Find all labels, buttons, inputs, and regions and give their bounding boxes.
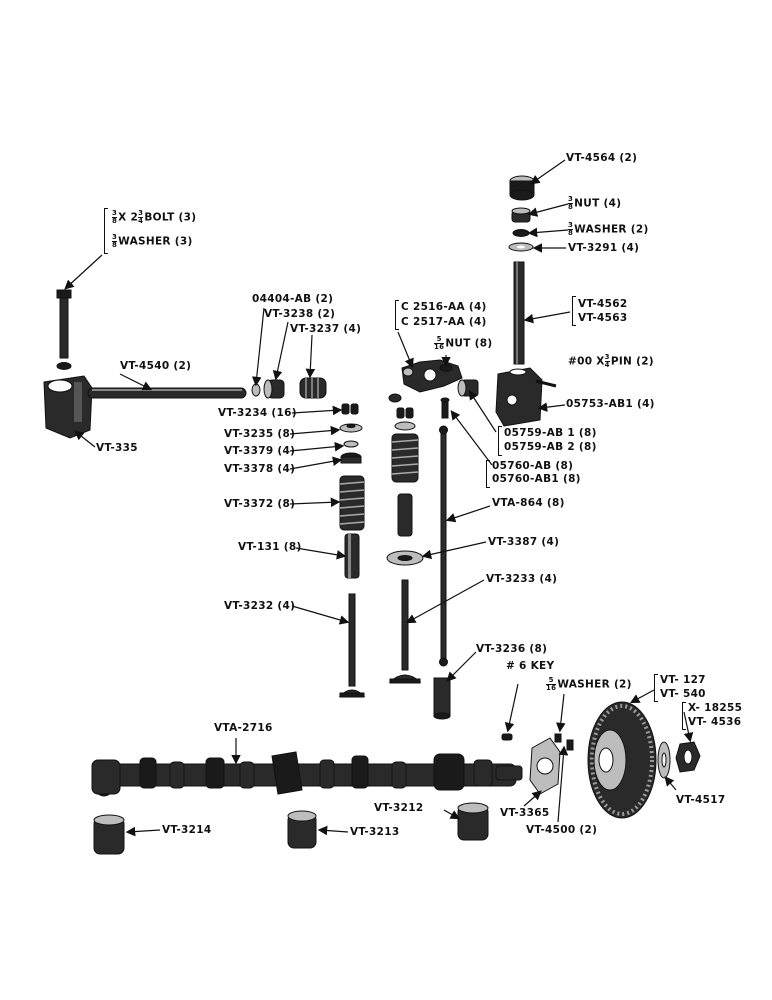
- label-vt4536: VT- 4536: [688, 716, 742, 728]
- label-vt3238: VT-3238 (2): [264, 308, 336, 320]
- label-vt540: VT- 540: [660, 688, 706, 700]
- label-05753: 05753-AB1 (4): [566, 398, 655, 410]
- pin-00: [535, 379, 557, 388]
- nut-5-16: [439, 364, 453, 372]
- label-vt3235: VT-3235 (8): [224, 428, 296, 440]
- label-c2517: C 2517-AA (4): [401, 316, 487, 328]
- spring-vt3372: [339, 475, 365, 531]
- bearing-vt3212: [457, 802, 489, 841]
- label-05759-2: 05759-AB 2 (8): [504, 441, 597, 453]
- keepers-vt3234: [341, 403, 359, 415]
- label-vt4540: VT-4540 (2): [120, 360, 192, 372]
- camshaft-vta2716: [91, 751, 523, 797]
- adjust-screw-05760: [440, 397, 450, 419]
- bolt-3-8: [56, 289, 72, 370]
- bushing-05759: [457, 379, 479, 397]
- washer-3-8: [512, 229, 530, 237]
- valve-vt3233: [388, 579, 422, 684]
- bolts-vt4500: [554, 733, 574, 751]
- bracket-c2516-group: [395, 300, 399, 330]
- rocker-shaft-vt4540: [87, 387, 247, 399]
- label-vt3365: VT-3365: [500, 807, 550, 819]
- bracket-vt335: [43, 375, 93, 439]
- label-vt3291: VT-3291 (4): [568, 242, 640, 254]
- guide-vt131: [344, 533, 360, 579]
- label-vt4517: VT-4517: [676, 794, 726, 806]
- label-vt3233: VT-3233 (4): [486, 573, 558, 585]
- plug-04404: [251, 383, 261, 397]
- label-vt4563: VT-4563: [578, 312, 628, 324]
- label-05759-1: 05759-AB 1 (8): [504, 427, 597, 439]
- label-vt4562: VT-4562: [578, 298, 628, 310]
- label-vt3232: VT-3232 (4): [224, 600, 296, 612]
- label-x18255: X- 18255: [688, 702, 743, 714]
- push-rod-vta864: [439, 425, 448, 667]
- label-vt3387: VT-3387 (4): [488, 536, 560, 548]
- key-6: [501, 733, 513, 741]
- bracket-x18255-group: [682, 702, 686, 730]
- leader-lines: [64, 159, 694, 837]
- gear-vt127: [587, 701, 657, 819]
- bracket-05760-group: [486, 460, 490, 488]
- label-05760-2: 05760-AB1 (8): [492, 473, 581, 485]
- label-vt3212: VT-3212: [374, 802, 424, 814]
- label-vta2716: VTA-2716: [214, 722, 273, 734]
- label-04404: 04404-AB (2): [252, 293, 334, 305]
- label-vt3379: VT-3379 (4): [224, 445, 296, 457]
- nut-x18255: [675, 741, 701, 773]
- shaft-vt4562: [513, 261, 525, 365]
- bearing-vt3214: [93, 814, 125, 855]
- label-vt3236: VT-3236 (8): [476, 643, 548, 655]
- washer-vt4517: [657, 741, 671, 779]
- retainer-vt3378: [340, 452, 362, 464]
- bracket-vt127-group: [654, 674, 658, 702]
- label-key-6: # 6 KEY: [506, 660, 555, 672]
- nut-3-8: [511, 207, 531, 223]
- retainer-vt3235: [339, 423, 363, 433]
- spring-middle: [391, 433, 419, 483]
- label-vt127: VT- 127: [660, 674, 706, 686]
- label-vt3214: VT-3214: [162, 824, 212, 836]
- keepers-middle: [396, 407, 414, 419]
- label-vt3378: VT-3378 (4): [224, 463, 296, 475]
- retainer-middle: [394, 421, 416, 431]
- label-vt335: VT-335: [96, 442, 138, 454]
- label-vt3372: VT-3372 (8): [224, 498, 296, 510]
- bracket-vt4562-group: [572, 296, 576, 326]
- cap-small-left: [388, 393, 402, 403]
- bracket-05759-group: [498, 426, 502, 456]
- label-vt4500: VT-4500 (2): [526, 824, 598, 836]
- label-vt131: VT-131 (8): [238, 541, 302, 553]
- thrust-plate-vt3365: [529, 737, 561, 795]
- label-vt3237: VT-3237 (4): [290, 323, 362, 335]
- label-05760-1: 05760-AB (8): [492, 460, 574, 472]
- spacer-vt3238: [263, 379, 285, 399]
- bracket-bolt-group: [104, 208, 108, 254]
- guide-middle: [397, 493, 413, 537]
- bearing-vt3213: [287, 810, 317, 849]
- nut-vt4564: [509, 175, 535, 201]
- tappet-vt3236: [433, 677, 451, 720]
- spring-vt3237: [299, 377, 327, 399]
- label-vta864: VTA-864 (8): [492, 497, 565, 509]
- label-vt3234: VT-3234 (16): [218, 407, 297, 419]
- label-c2516: C 2516-AA (4): [401, 301, 487, 313]
- bracket-05753: [495, 367, 543, 427]
- valve-vt3232: [338, 593, 366, 698]
- label-vt4564: VT-4564 (2): [566, 152, 638, 164]
- washer-vt3387: [386, 550, 424, 566]
- label-vt3213: VT-3213: [350, 826, 400, 838]
- washer-vt3379: [343, 440, 359, 448]
- washer-vt3291: [508, 242, 534, 252]
